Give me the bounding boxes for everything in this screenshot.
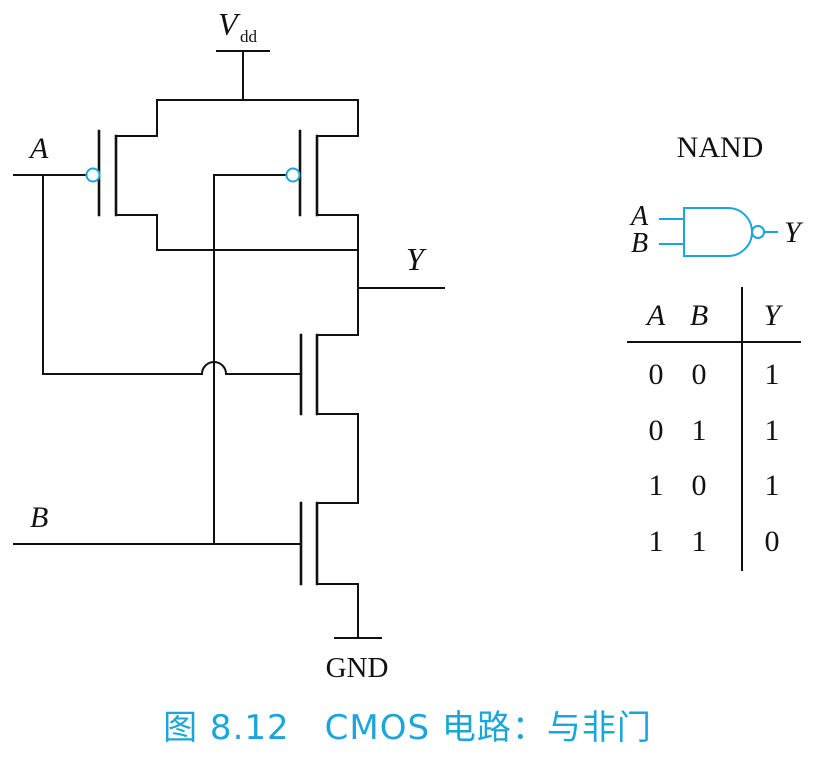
truth-table-row: 0 0 1	[649, 358, 780, 391]
truth-table-cell: 0	[649, 358, 664, 391]
nand-symbol-a-label: A	[629, 201, 649, 232]
truth-table-cell: 1	[765, 469, 780, 502]
figure-caption: 图 8.12 CMOS 电路：与非门	[163, 708, 652, 748]
truth-table-cell: 0	[649, 414, 664, 447]
truth-table-cell: 0	[692, 358, 707, 391]
truth-table: A B Y 0 0 1 0 1 1 1 0 1 1 1 0	[627, 287, 801, 571]
truth-table-cell: 1	[649, 525, 664, 558]
pmos-transistor-a	[97, 99, 158, 251]
truth-table-header-y: Y	[764, 299, 784, 332]
nand-title: NAND	[677, 131, 764, 164]
input-b-wire	[13, 174, 302, 545]
input-a-label: A	[28, 132, 49, 165]
nand-symbol-b-label: B	[631, 228, 648, 259]
output-y-label: Y	[406, 241, 427, 277]
vdd-rail	[156, 50, 359, 101]
truth-table-cell: 1	[692, 525, 707, 558]
vdd-label: V	[218, 6, 241, 42]
truth-table-row: 1 0 1	[649, 469, 780, 502]
nand-symbol-y-label: Y	[784, 216, 804, 249]
truth-table-cell: 0	[692, 469, 707, 502]
truth-table-cell: 1	[765, 358, 780, 391]
nmos-transistor-b	[299, 501, 359, 639]
truth-table-row: 1 1 0	[649, 525, 780, 558]
input-a-wire	[13, 174, 302, 376]
pmos-b-bubble	[285, 167, 301, 183]
input-b-label: B	[30, 501, 48, 534]
pmos-transistor-b	[298, 99, 359, 251]
truth-table-cell: 0	[765, 525, 780, 558]
output-node	[156, 249, 445, 336]
ground-label: GND	[326, 652, 389, 684]
truth-table-cell: 1	[765, 414, 780, 447]
truth-table-row: 0 1 1	[649, 414, 780, 447]
truth-table-header-b: B	[690, 299, 708, 332]
truth-table-header-a: A	[645, 299, 666, 332]
truth-table-cell: 1	[649, 469, 664, 502]
nmos-transistor-a	[299, 333, 359, 504]
nand-gate-symbol	[659, 207, 778, 257]
truth-table-cell: 1	[692, 414, 707, 447]
pmos-a-bubble	[85, 167, 101, 183]
vdd-subscript: dd	[240, 27, 258, 46]
